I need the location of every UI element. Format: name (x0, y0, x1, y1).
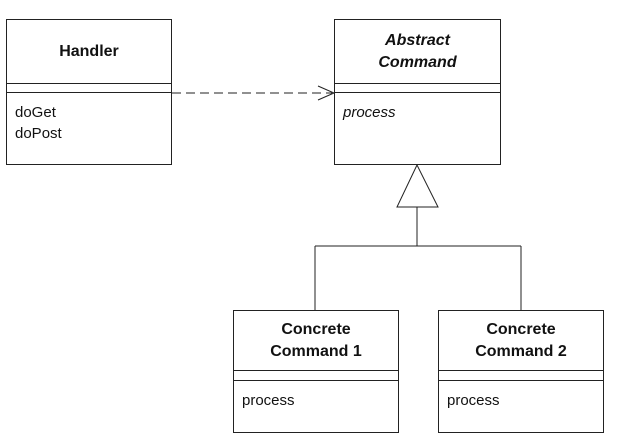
class-handler: Handler doGet doPost (6, 19, 172, 165)
operation-dopost: doPost (15, 125, 62, 142)
class-concrete-command-2-attributes (439, 371, 603, 381)
operation-process: process (242, 392, 295, 409)
dependency-arrowhead (317, 85, 336, 101)
class-abstract-command-operations: process (335, 93, 500, 164)
class-handler-name: Handler (7, 20, 171, 84)
class-abstract-command-name: Abstract Command (335, 20, 500, 84)
class-concrete-command-2-name: Concrete Command 2 (439, 311, 603, 371)
class-concrete-command-2: Concrete Command 2 process (438, 310, 604, 433)
operation-doget: doGet (15, 104, 56, 121)
class-abstract-command-title-line-1: Abstract (385, 31, 450, 49)
class-concrete-command-1-operations: process (234, 381, 398, 432)
class-abstract-command-attributes (335, 84, 500, 93)
class-handler-operations: doGet doPost (7, 93, 171, 164)
operation-process: process (447, 392, 500, 409)
class-concrete-command-1-title-line-1: Concrete (281, 320, 351, 338)
class-concrete-command-2-title-line-2: Command 2 (475, 342, 567, 360)
class-handler-title: Handler (59, 42, 119, 60)
dependency-handler-to-abstract-command (172, 85, 336, 101)
class-concrete-command-1: Concrete Command 1 process (233, 310, 399, 433)
class-concrete-command-1-attributes (234, 371, 398, 381)
generalization-tree (314, 163, 522, 310)
operation-process: process (343, 104, 396, 121)
class-concrete-command-2-title-line-1: Concrete (486, 320, 556, 338)
class-concrete-command-1-name: Concrete Command 1 (234, 311, 398, 371)
class-concrete-command-2-operations: process (439, 381, 603, 432)
class-abstract-command: Abstract Command process (334, 19, 501, 165)
class-abstract-command-title-line-2: Command (378, 53, 457, 71)
class-handler-attributes (7, 84, 171, 93)
generalization-triangle (396, 163, 439, 208)
class-concrete-command-1-title-line-2: Command 1 (270, 342, 362, 360)
